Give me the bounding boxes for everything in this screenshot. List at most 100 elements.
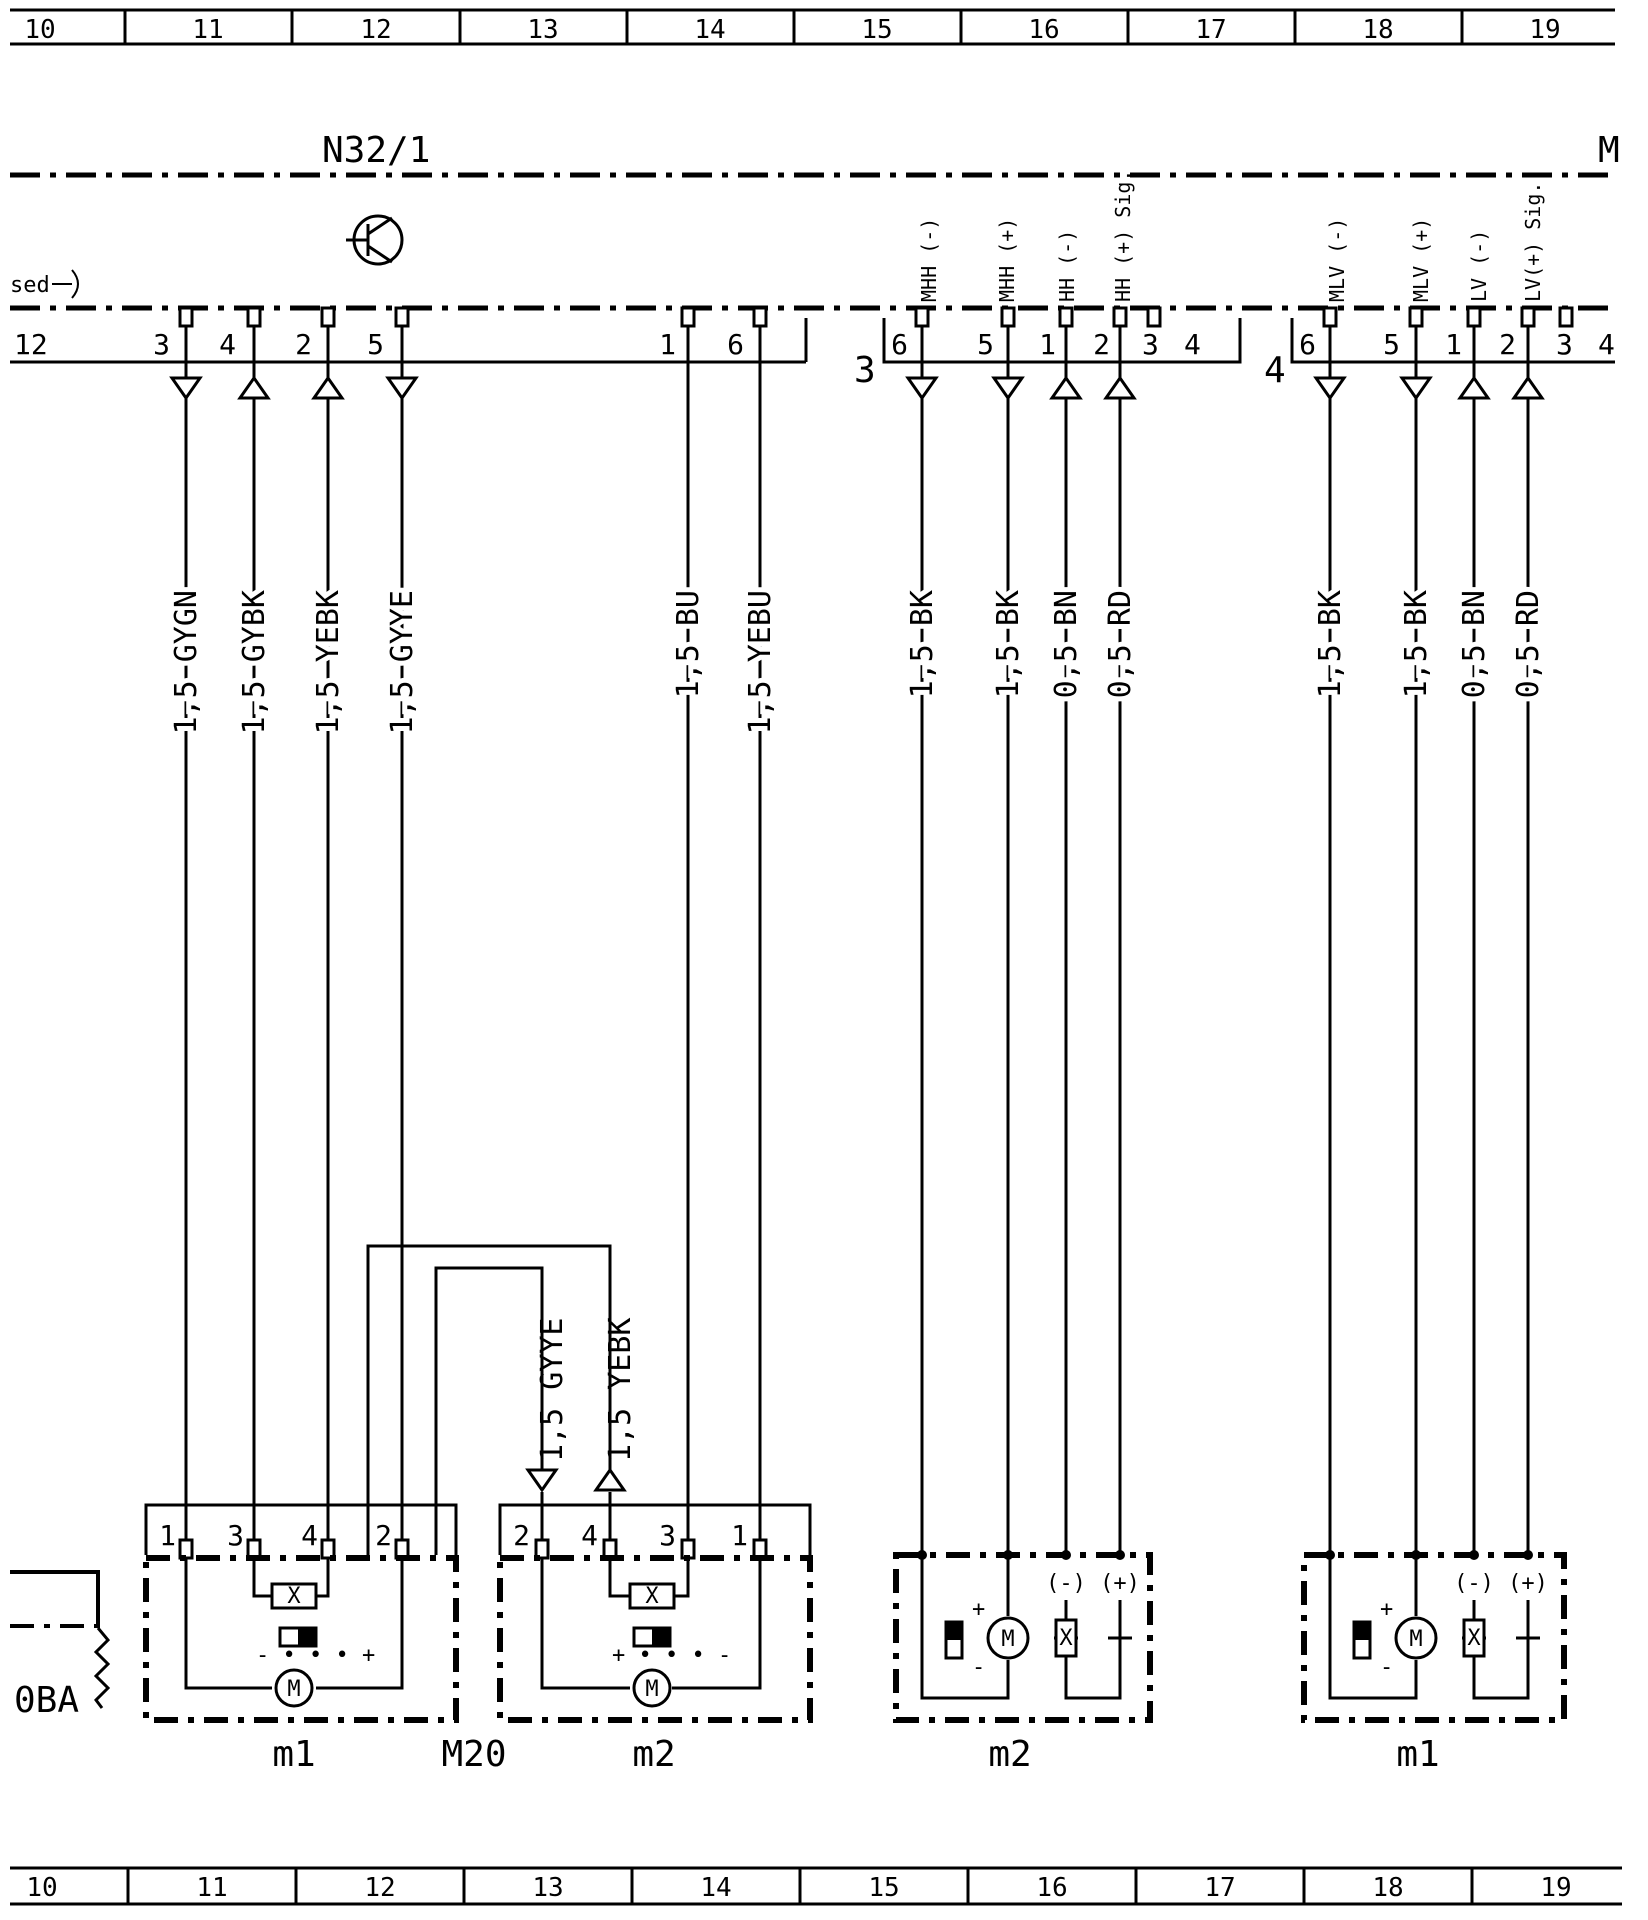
connector-main <box>10 318 808 364</box>
pin-main-2: 2 <box>295 328 312 361</box>
pin-c3-1: 1 <box>1039 328 1056 361</box>
input-arrow-icon <box>1511 375 1545 400</box>
module-edge-letter: M <box>1598 130 1620 171</box>
motor-symbol: M <box>645 1677 658 1702</box>
connector-4 <box>1290 318 1615 364</box>
terminal <box>1322 306 1338 328</box>
wire-label: 0,5 BN <box>1457 590 1492 698</box>
wire-label: 1,5 BK <box>1313 590 1348 698</box>
grid-bottom-12: 12 <box>364 1873 395 1903</box>
junction-dot <box>1523 1550 1533 1560</box>
plus-terminal-label: (+) <box>1100 1571 1140 1596</box>
grid-bottom-13: 13 <box>532 1873 563 1903</box>
pin-main-1: 1 <box>659 328 676 361</box>
pin-m2-3: 3 <box>659 1519 676 1552</box>
motor-right-a-internal <box>920 1555 1132 1700</box>
terminal <box>1112 306 1128 328</box>
motor-symbol: M <box>1409 1627 1422 1652</box>
signal-label: MLV (-) <box>1325 218 1349 302</box>
motor-right-b-label: m1 <box>1396 1734 1439 1775</box>
terminal <box>914 306 930 328</box>
m20-m1-internal <box>184 1558 404 1690</box>
pin-m1-4: 4 <box>301 1519 318 1552</box>
grid-top-11: 11 <box>192 15 223 45</box>
motor-right-a-housing <box>893 1552 1153 1723</box>
direction-arrow-icon: + <box>972 1597 985 1622</box>
terminal <box>1520 306 1536 328</box>
wire-label: 1,5 YEBK <box>311 590 346 735</box>
wire-label: 1,5 BK <box>905 590 940 698</box>
terminal <box>178 306 194 328</box>
wire-label: 1,5 BK <box>991 590 1026 698</box>
input-arrow-icon <box>593 1467 627 1492</box>
pin-c4-4: 4 <box>1598 328 1615 361</box>
m20-m1-housing <box>143 1555 459 1723</box>
jumper-wires <box>366 1244 612 1555</box>
output-arrow-icon <box>1399 376 1433 401</box>
signal-label: MHH (-) <box>917 218 941 302</box>
input-arrow-icon <box>311 375 345 400</box>
pin-m2-1: 1 <box>731 1519 748 1552</box>
sensor-icon <box>1054 1618 1078 1658</box>
terminal <box>394 306 410 328</box>
pin-c3-6: 6 <box>891 328 908 361</box>
grid-top-13: 13 <box>527 15 558 45</box>
grid-top-12: 12 <box>360 15 391 45</box>
terminal <box>320 306 336 328</box>
pin-main-6: 6 <box>727 328 744 361</box>
motor-icon <box>632 1668 672 1708</box>
cut-bracket-icon <box>52 269 79 299</box>
direction-arrow-icon: + <box>1380 1597 1393 1622</box>
sensor-icon <box>270 1582 318 1610</box>
grid-top-17: 17 <box>1195 15 1226 45</box>
junction-dot <box>1061 1550 1071 1560</box>
junction-dot <box>1469 1550 1479 1560</box>
output-arrow-icon <box>1313 376 1347 401</box>
grid-bottom-17: 17 <box>1204 1873 1235 1903</box>
grid-bottom-15: 15 <box>868 1873 899 1903</box>
m20-m2-label: m2 <box>632 1734 675 1775</box>
signal-label: LV(+) Sig. <box>1521 182 1545 302</box>
motor-symbol: M <box>287 1677 300 1702</box>
direction-arrow-icon: + • • • - <box>612 1643 731 1668</box>
signal-label: MHH (+) <box>995 218 1019 302</box>
sensor-symbol: X <box>645 1584 659 1609</box>
motor-icon <box>1394 1616 1438 1660</box>
terminal <box>1058 306 1074 328</box>
terminal <box>1146 306 1162 328</box>
m20-m2-housing <box>497 1555 813 1723</box>
terminal <box>680 306 696 328</box>
plus-terminal-label: (+) <box>1508 1571 1548 1596</box>
terminal <box>1000 306 1016 328</box>
wire-label: 1,5 YEBU <box>743 590 778 735</box>
grid-bottom-10: 10 <box>26 1873 57 1903</box>
grid-top-19: 19 <box>1529 15 1560 45</box>
input-arrow-icon <box>237 375 271 400</box>
input-arrow-icon <box>1103 375 1137 400</box>
motor-symbol: M <box>1001 1627 1014 1652</box>
input-arrow-icon <box>1049 375 1083 400</box>
m20-m2-internal <box>540 1558 762 1690</box>
grid-bottom-11: 11 <box>196 1873 227 1903</box>
wire-label: 0,5 BN <box>1049 590 1084 698</box>
wire-label: 0,5 RD <box>1103 590 1138 698</box>
sensor-icon <box>1462 1618 1486 1658</box>
minus-terminal-label: (-) <box>1454 1571 1494 1596</box>
output-arrow-icon <box>905 376 939 401</box>
signal-label: HH (+) Sig. <box>1111 170 1135 302</box>
wire-label: 1,5 BU <box>671 590 706 698</box>
grid-top-16: 16 <box>1028 15 1059 45</box>
junction-dot <box>1115 1550 1125 1560</box>
terminal <box>1466 306 1482 328</box>
sensor-symbol: X <box>1467 1626 1481 1651</box>
signal-label: LV (-) <box>1467 230 1491 302</box>
pin-c4-1: 1 <box>1445 328 1462 361</box>
pin-m2-4: 4 <box>581 1519 598 1552</box>
module-cut-label: sed <box>10 273 50 298</box>
m20-label: M20 <box>441 1734 506 1775</box>
pin-c4-5: 5 <box>1383 328 1400 361</box>
grid-bottom-18: 18 <box>1372 1873 1403 1903</box>
connector-main-edge-pin: 12 <box>14 328 48 361</box>
wire-label: 1,5 BK <box>1399 590 1434 698</box>
